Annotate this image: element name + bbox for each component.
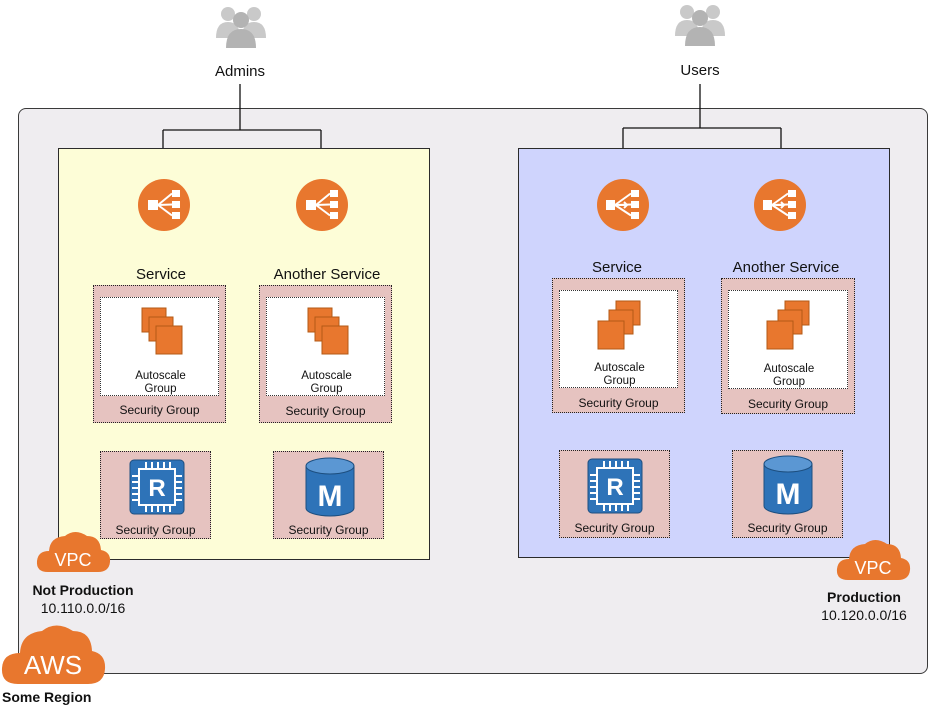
security-group: M Security Group xyxy=(273,451,384,539)
security-group-label: Security Group xyxy=(747,397,829,411)
aws-cloud-icon: AWS xyxy=(0,618,108,688)
load-balancer-icon xyxy=(596,178,650,232)
autoscale-group: Autoscale Group xyxy=(266,297,385,396)
security-group: R Security Group xyxy=(559,450,670,538)
vpc-cidr: 10.110.0.0/16 xyxy=(40,600,126,616)
security-group: M Security Group xyxy=(732,450,843,538)
vpc-cloud-icon: VPC xyxy=(34,526,112,576)
autoscale-group-label: Autoscale Group xyxy=(763,363,815,388)
rds-glyph: R xyxy=(606,474,623,501)
rds-icon: R xyxy=(586,457,644,515)
ec2-instances-icon xyxy=(302,306,354,358)
security-group-label: Security Group xyxy=(574,521,655,535)
vpc-name: Not Production xyxy=(32,582,134,598)
vpc-cloud-icon: VPC xyxy=(834,534,912,584)
users-icon xyxy=(673,0,727,48)
admins-icon xyxy=(214,2,268,50)
users-label: Users xyxy=(680,62,720,79)
security-group-label: Security Group xyxy=(119,403,200,417)
service-title: Another Service xyxy=(273,266,381,283)
security-group-label: Security Group xyxy=(578,396,659,410)
autoscale-group: Autoscale Group xyxy=(100,297,219,396)
vpc-badge-text: VPC xyxy=(54,550,91,570)
autoscale-group: Autoscale Group xyxy=(559,290,678,388)
ec2-instances-icon xyxy=(136,306,188,358)
memcached-icon: M xyxy=(761,454,815,516)
admins-label: Admins xyxy=(214,63,266,80)
ec2-instances-icon xyxy=(759,299,813,353)
load-balancer-icon xyxy=(137,178,191,232)
vpc-name: Production xyxy=(827,589,901,605)
service-title: Another Service xyxy=(732,259,840,276)
vpc-cidr: 10.120.0.0/16 xyxy=(821,607,907,623)
memcached-glyph: M xyxy=(318,480,343,513)
autoscale-group-label: Autoscale Group xyxy=(594,362,645,387)
service-title: Service xyxy=(591,259,643,276)
memcached-icon: M xyxy=(303,456,357,518)
rds-glyph: R xyxy=(148,475,165,502)
security-group: Autoscale Group Security Group xyxy=(552,278,685,413)
security-group: Autoscale Group Security Group xyxy=(93,285,226,423)
memcached-glyph: M xyxy=(776,478,801,511)
load-balancer-icon xyxy=(295,178,349,232)
region-name: Some Region xyxy=(2,689,92,705)
autoscale-group-label: Autoscale Group xyxy=(301,370,352,395)
security-group-label: Security Group xyxy=(747,521,828,535)
service-title: Service xyxy=(135,266,187,283)
vpc-badge-text: VPC xyxy=(854,558,891,578)
security-group: Autoscale Group Security Group xyxy=(721,278,855,414)
autoscale-group: Autoscale Group xyxy=(728,290,848,389)
aws-badge-text: AWS xyxy=(24,650,82,680)
autoscale-group-label: Autoscale Group xyxy=(135,370,186,395)
rds-icon: R xyxy=(128,458,186,516)
load-balancer-icon xyxy=(753,178,807,232)
ec2-instances-icon xyxy=(590,299,644,353)
security-group: R Security Group xyxy=(100,451,211,539)
security-group-label: Security Group xyxy=(288,523,369,537)
security-group: Autoscale Group Security Group xyxy=(259,285,392,423)
security-group-label: Security Group xyxy=(115,523,196,537)
security-group-label: Security Group xyxy=(285,404,366,418)
